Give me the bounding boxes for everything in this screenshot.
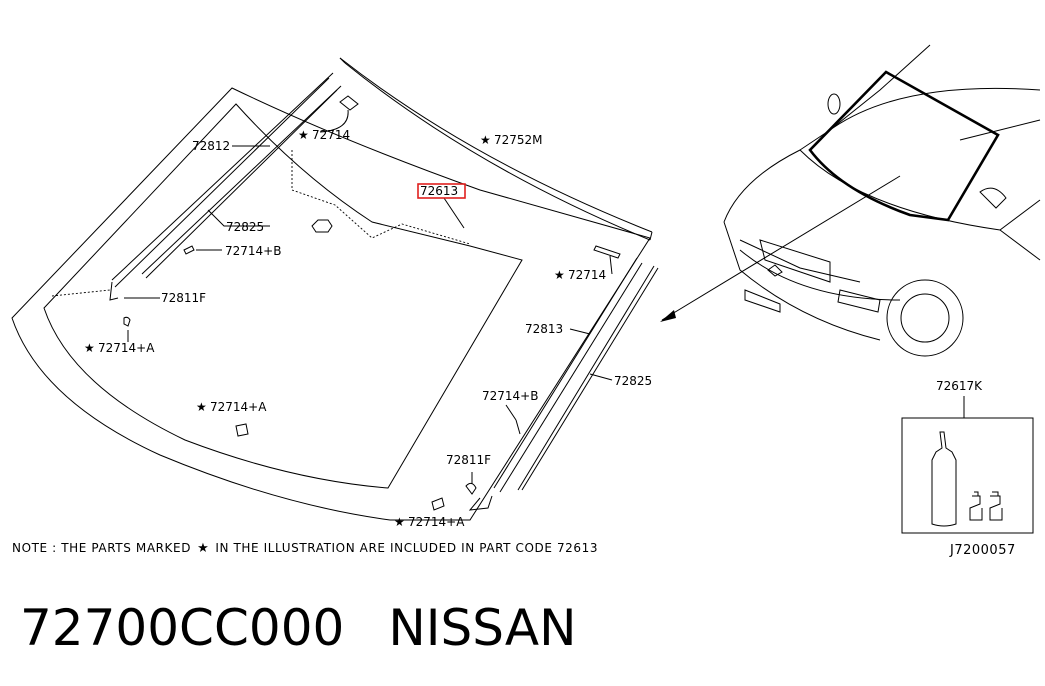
right-side-molding-72813 xyxy=(493,257,643,493)
part-label-72825-left[interactable]: 72825 xyxy=(226,220,264,234)
top-molding-72752m xyxy=(339,57,653,241)
clip-72714B-right xyxy=(515,419,521,435)
part-label-72613[interactable]: 72613 xyxy=(420,184,458,198)
clip-72714B-left xyxy=(183,245,195,255)
brand-name: NISSAN xyxy=(388,599,577,657)
note-prefix: NOTE : THE PARTS MARKED xyxy=(12,541,192,555)
part-label-72714b-left[interactable]: 72714+B xyxy=(225,244,281,258)
diagram-code: J7200057 xyxy=(950,543,1016,558)
right-lower-bracket xyxy=(468,495,493,511)
part-label-72813[interactable]: 72813 xyxy=(525,322,563,336)
highlight-box-72613 xyxy=(417,183,466,199)
part-label-72752m[interactable]: 72752M xyxy=(494,133,543,147)
leader-lines xyxy=(124,145,613,421)
windshield-parts-diagram: 72812 72825 72714+B 72811F ★ 72714+A ★ 7… xyxy=(11,44,1041,534)
part-label-72714a-left[interactable]: 72714+A xyxy=(98,341,155,355)
clip-72714A-bottom xyxy=(431,497,445,511)
clip-72714-right xyxy=(593,245,621,275)
part-label-72825-right[interactable]: 72825 xyxy=(614,374,652,388)
kit-72617k xyxy=(901,396,1034,534)
note-text: NOTE : THE PARTS MARKED ★ IN THE ILLUSTRAT… xyxy=(12,541,598,556)
windshield-outline-on-vehicle xyxy=(808,70,1000,222)
star-icon: ★ xyxy=(84,341,95,355)
note-suffix: IN THE ILLUSTRATION ARE INCLUDED IN PART… xyxy=(215,541,599,555)
left-lower-bracket xyxy=(109,281,119,301)
pointer-arrow-head xyxy=(660,310,676,322)
part-label-72714-right[interactable]: 72714 xyxy=(568,268,606,282)
part-label-72811f-right[interactable]: 72811F xyxy=(446,453,491,467)
star-icon: ★ xyxy=(196,400,207,414)
part-label-72714b-right[interactable]: 72714+B xyxy=(482,389,538,403)
star-icon: ★ xyxy=(197,541,210,556)
star-icon: ★ xyxy=(298,128,309,142)
part-label-72714a-center[interactable]: 72714+A xyxy=(210,400,267,414)
adhesive-bottle xyxy=(931,431,957,527)
star-icon: ★ xyxy=(480,133,491,147)
left-side-molding-72825 xyxy=(141,85,342,279)
left-side-molding-72812 xyxy=(111,72,334,288)
kit-spacer-2 xyxy=(989,491,1003,521)
part-label-72811f-left[interactable]: 72811F xyxy=(161,291,206,305)
vehicle-sketch xyxy=(723,44,1041,357)
kit-spacer-1 xyxy=(969,491,983,521)
windshield-glass xyxy=(11,87,651,521)
part-label-72812[interactable]: 72812 xyxy=(192,139,230,153)
pointer-arrow xyxy=(661,175,901,321)
clip-72714A-center xyxy=(235,423,249,437)
clip-72811F-right xyxy=(465,472,477,495)
clip-72714A-left xyxy=(123,316,131,327)
part-number: 72700CC000 xyxy=(20,599,345,657)
part-label-72714a-bottom[interactable]: 72714+A xyxy=(408,515,465,529)
footer-title: 72700CC000 NISSAN xyxy=(20,598,577,658)
star-icon: ★ xyxy=(554,268,565,282)
part-label-72617k[interactable]: 72617K xyxy=(936,379,983,393)
rear-view-mirror-mount xyxy=(311,219,333,233)
right-side-molding-72825 xyxy=(517,265,659,491)
clip-72714-top xyxy=(319,95,359,133)
star-icon: ★ xyxy=(394,515,405,529)
part-label-72714-top[interactable]: 72714 xyxy=(312,128,350,142)
